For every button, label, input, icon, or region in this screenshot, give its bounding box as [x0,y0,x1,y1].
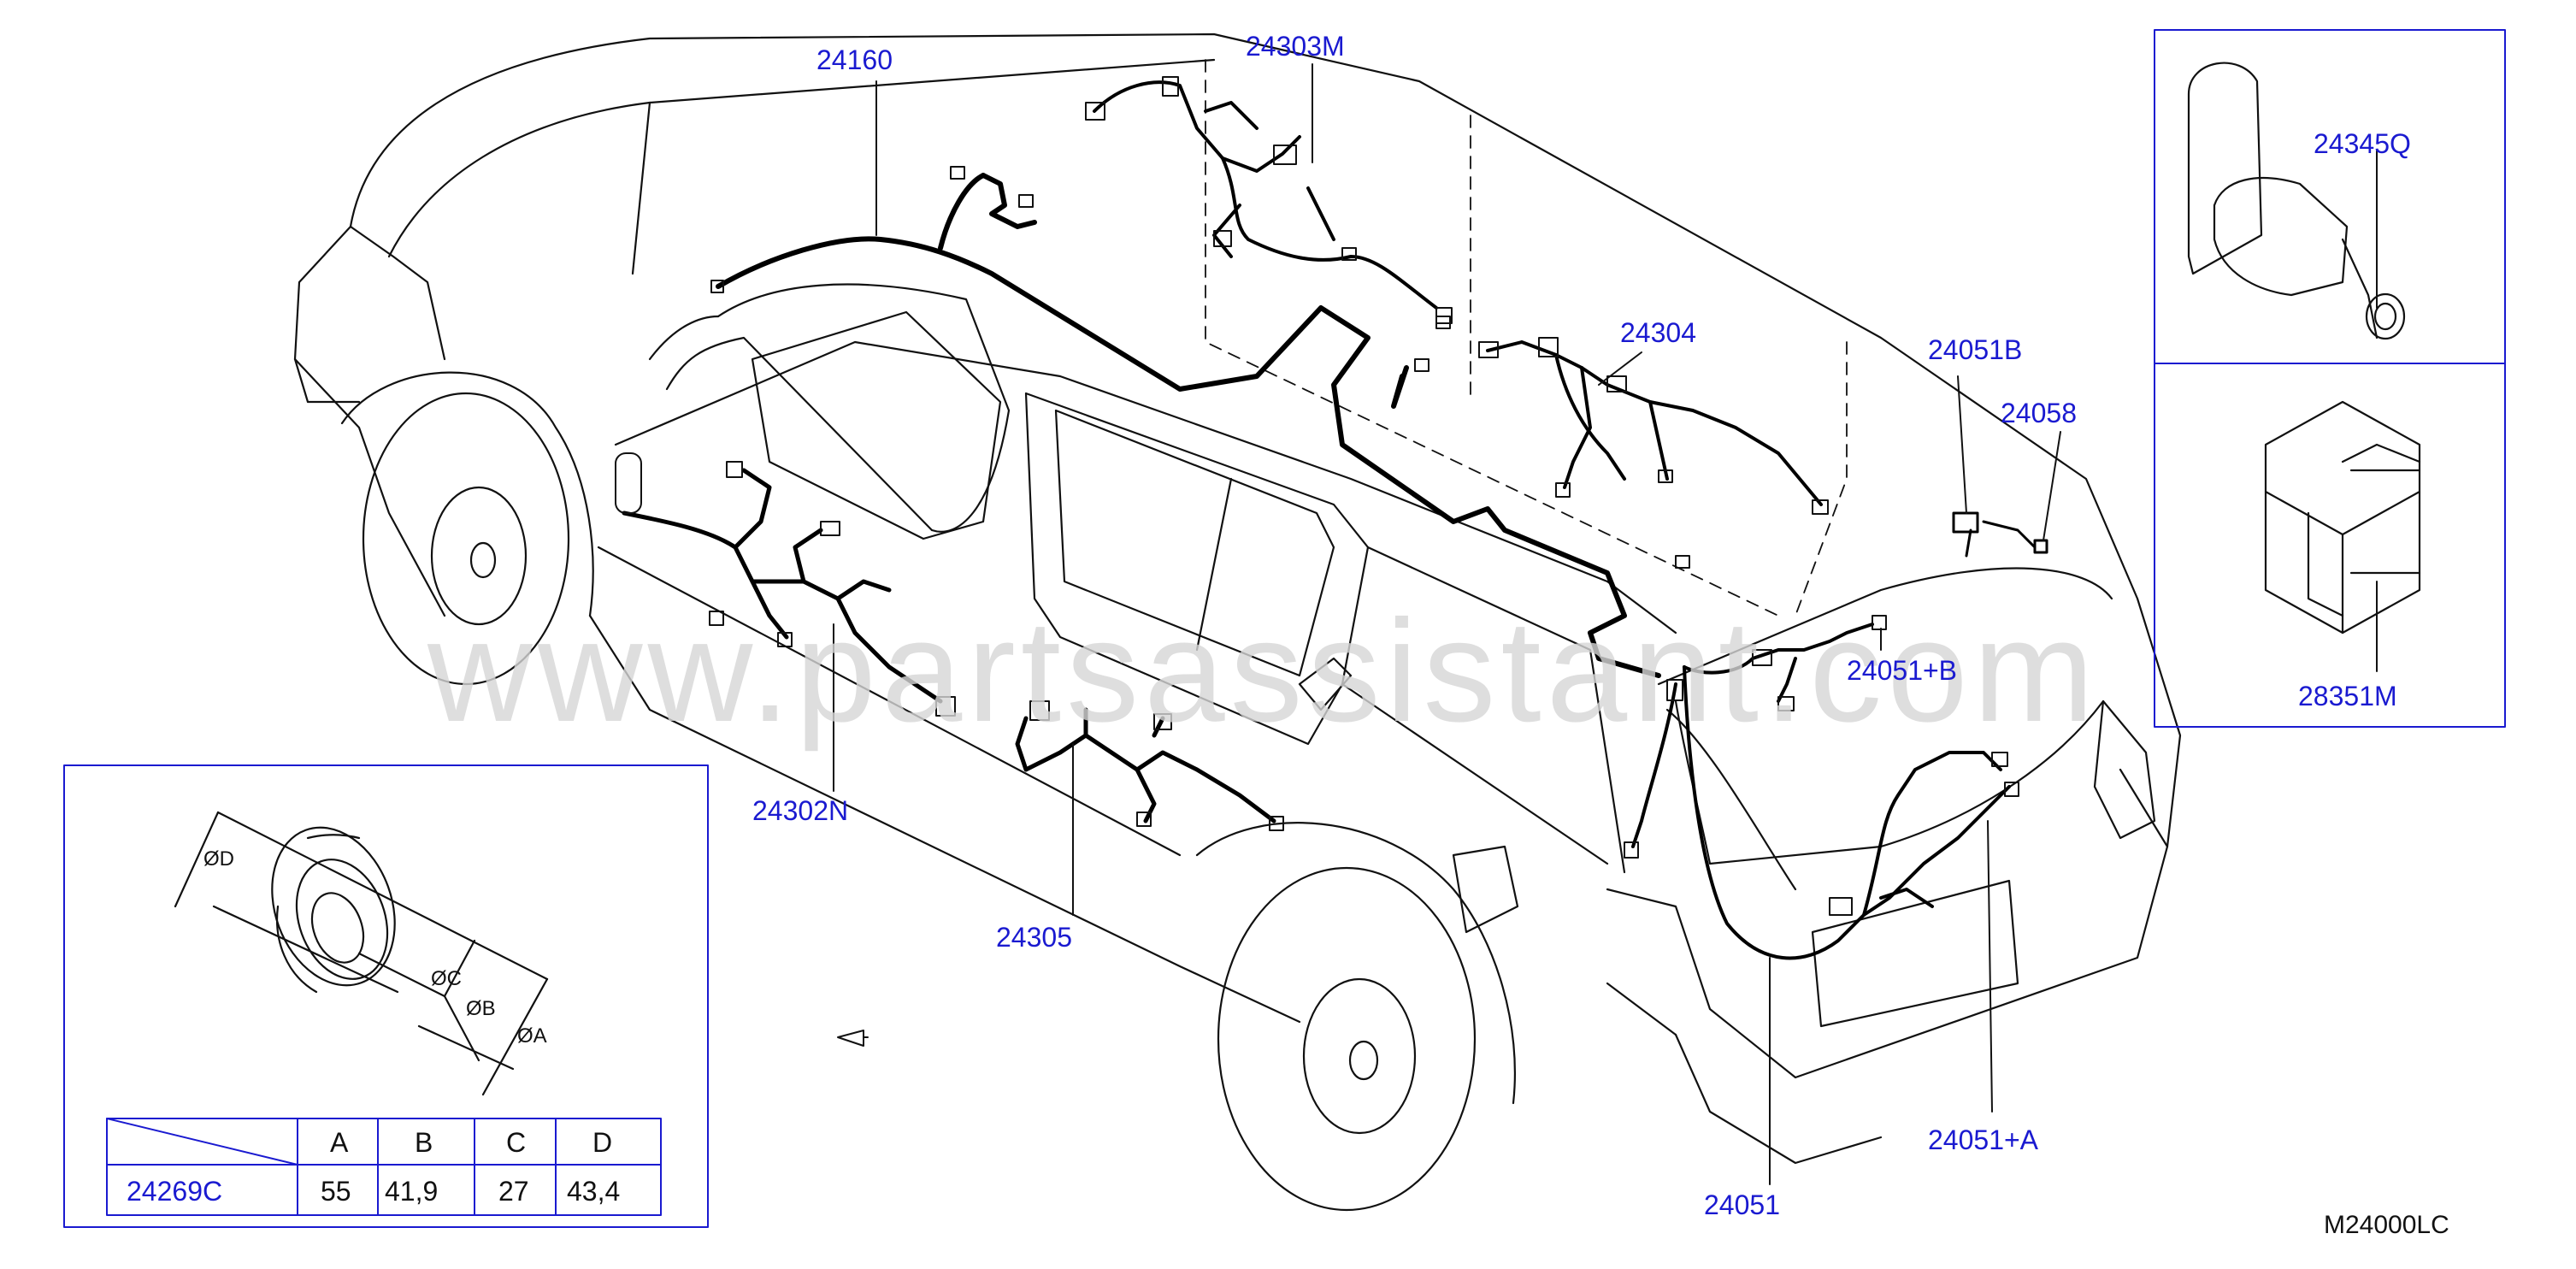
connectors-24305 [1029,700,1284,831]
grommet-table-grid [106,1118,662,1216]
table-value-d: 43,4 [567,1176,621,1207]
connectors-24303M [1085,76,1453,324]
harness-24305 [1015,707,1276,823]
vehicle-outline [293,32,2182,1212]
inset-panels [2154,29,2506,728]
callout-28351M[interactable]: 28351M [2298,681,2397,711]
table-header-c: C [506,1127,527,1158]
callout-24051-plus-b[interactable]: 24051+B [1847,655,1958,686]
callout-24058[interactable]: 24058 [2001,398,2077,428]
connectors-24051 [1624,615,2019,916]
table-value-c: 27 [498,1176,529,1207]
harness-24303M [1093,80,1438,310]
item-24051B-24058 [1952,511,2048,558]
table-part-24269C[interactable]: 24269C [127,1176,223,1207]
connectors-24304 [1478,337,1829,515]
callout-24305[interactable]: 24305 [996,922,1072,953]
connectors-24302N [615,452,956,717]
harness-24160 [716,173,1661,678]
table-value-b: 41,9 [385,1176,439,1207]
dim-b-label: ØB [466,997,496,1020]
table-header-a: A [330,1127,349,1158]
watermark: www.partsassistant.com [427,590,2100,753]
harness-zone-dashed [1205,59,1848,617]
harness-24304 [1486,340,1823,506]
callout-24051-plus-a[interactable]: 24051+A [1928,1124,2039,1155]
callout-24051B[interactable]: 24051B [1928,334,2023,365]
callout-24345Q[interactable]: 24345Q [2314,128,2411,159]
table-value-a: 55 [321,1176,351,1207]
dim-c-label: ØC [431,967,462,990]
harness-24302N [622,468,943,704]
dim-a-label: ØA [517,1024,547,1048]
part-24345Q-drawing [2187,62,2406,340]
part-28351M-drawing [2264,400,2421,634]
table-header-d: D [592,1127,613,1158]
direction-arrow-icon [837,1030,869,1047]
grommet-inset [63,764,709,1228]
grommet-24269C-drawing [174,811,549,1096]
dim-d-label: ØD [203,847,234,871]
callout-24160[interactable]: 24160 [816,44,893,75]
callout-24303M[interactable]: 24303M [1246,31,1345,62]
leader-lines [833,63,2378,1185]
callout-24304[interactable]: 24304 [1620,317,1696,348]
harness-24051 [1631,623,2011,960]
table-header-b: B [415,1127,433,1158]
connectors [710,166,1690,569]
callout-24302N[interactable]: 24302N [752,795,849,826]
callout-24051[interactable]: 24051 [1704,1189,1780,1220]
diagram-code: M24000LC [2324,1211,2449,1239]
